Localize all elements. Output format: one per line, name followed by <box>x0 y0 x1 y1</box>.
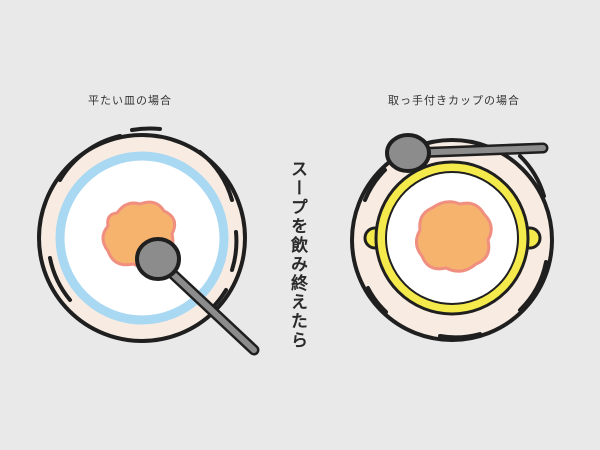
flat-plate-illustration <box>37 126 260 356</box>
flat-plate-caption: 平たい皿の場合 <box>88 94 172 107</box>
cup-inner-outline <box>385 171 519 305</box>
handled-cup-illustration <box>350 133 554 342</box>
spoon-bowl <box>135 237 181 281</box>
cup-soup-residue <box>415 200 493 273</box>
cup-outline <box>374 160 530 316</box>
after-finishing-soup-text: スープを飲み終えたら <box>287 160 307 350</box>
handled-cup-caption: 取っ手付きカップの場合 <box>388 94 520 107</box>
cup-spoon-handle <box>407 145 546 156</box>
cup-spoon-bowl <box>385 133 431 173</box>
spoon-handle <box>157 259 257 353</box>
saucer-rim-lines <box>363 154 548 340</box>
